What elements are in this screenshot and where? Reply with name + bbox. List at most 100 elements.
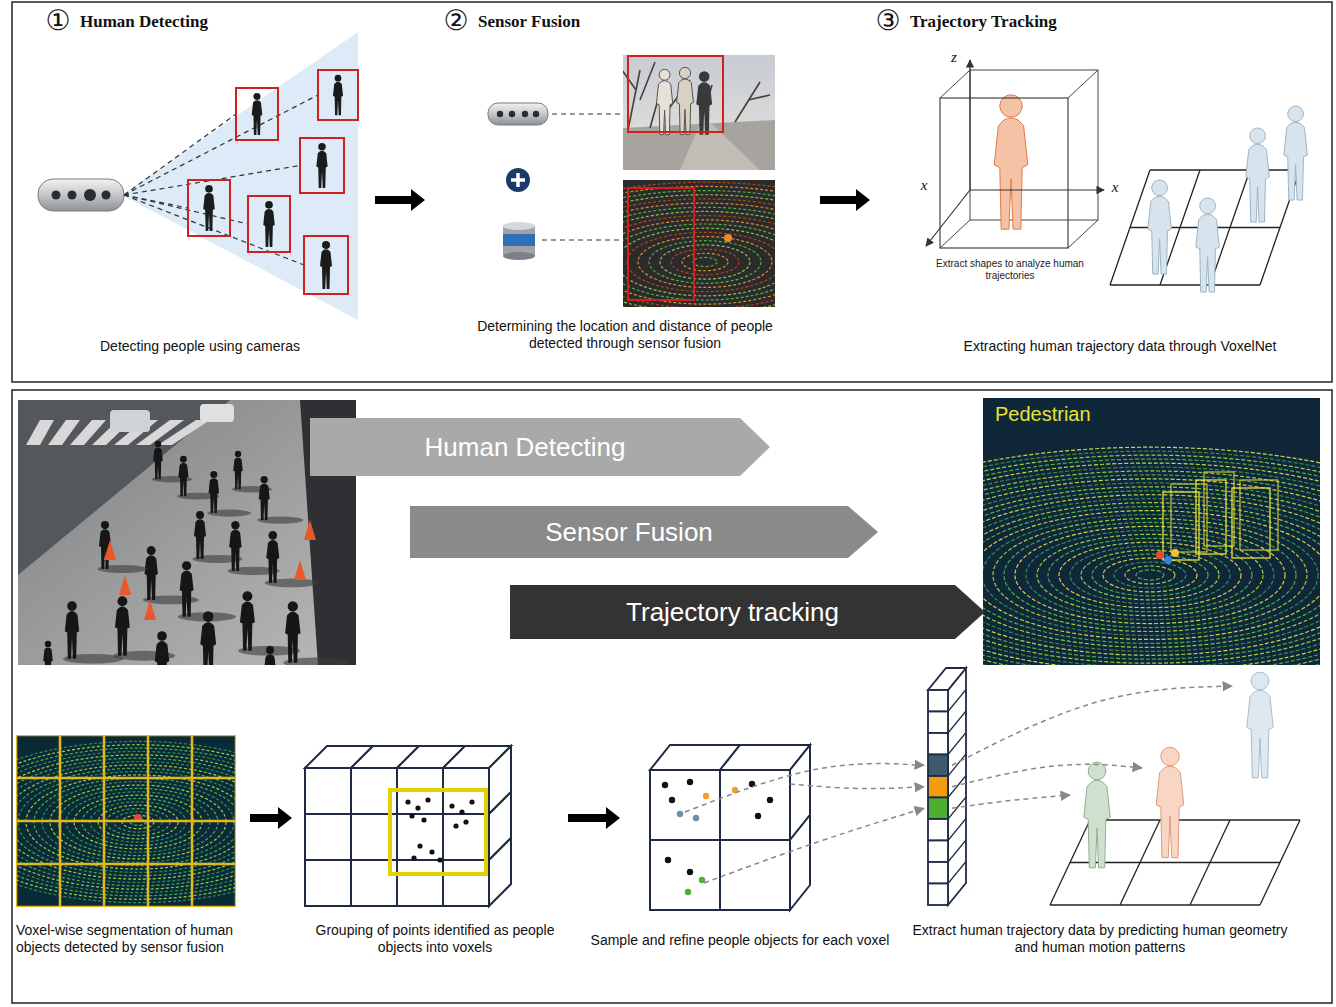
lidar-body [503, 226, 535, 256]
column-line [948, 690, 966, 712]
person-body [1196, 214, 1220, 292]
camera-lens [102, 191, 111, 200]
person-body [1247, 690, 1273, 777]
point [755, 813, 761, 819]
lidar-ring [983, 467, 1320, 665]
voxel-line [16, 863, 236, 866]
person-silhouette [263, 201, 275, 247]
person-head [335, 75, 342, 82]
detection-box [188, 180, 230, 236]
y-axis [926, 190, 970, 246]
lidar-ring [623, 199, 775, 307]
detection-box [300, 138, 344, 193]
point [693, 815, 699, 821]
person-silhouette [1084, 762, 1110, 868]
person-body [656, 81, 672, 135]
person-head [242, 591, 252, 601]
flow-dashed-arrow [685, 764, 924, 812]
person-silhouette [1196, 198, 1220, 292]
person-silhouette [677, 67, 694, 134]
person-body [316, 151, 327, 188]
point [665, 857, 671, 863]
step-caption: Voxel-wise segmentation of human objects… [16, 922, 251, 956]
person-body [1284, 122, 1308, 200]
column-top [928, 668, 966, 690]
lidar-ring [1004, 522, 1296, 627]
lidar-ring [638, 237, 772, 288]
floor-grid [1110, 284, 1260, 285]
person-body [155, 641, 169, 665]
bounding-box [1240, 480, 1278, 550]
stage-caption: Detecting people using cameras [55, 338, 345, 355]
camera-lens [68, 191, 77, 200]
person-silhouette [240, 591, 255, 651]
step-caption: Sample and refine people objects for eac… [590, 932, 890, 949]
lidar-ring [1125, 566, 1175, 584]
person-body [233, 457, 243, 489]
feature-cell [928, 841, 948, 863]
person-silhouette [180, 561, 194, 617]
voxel-line [16, 906, 236, 907]
lidar-ring [16, 741, 236, 902]
bottom-panel [12, 390, 1332, 1003]
detection-box [628, 188, 694, 300]
plus-sign [511, 173, 525, 187]
person-silhouette [264, 646, 276, 665]
person-silhouette [115, 596, 130, 656]
stage-name: Trajectory tracking [626, 597, 839, 628]
voxel-face [720, 770, 790, 840]
point [425, 797, 430, 802]
lidar-ring [983, 455, 1320, 665]
person-shadow [207, 510, 251, 517]
voxel-face [305, 814, 351, 860]
figure-note: Extract shapes to analyze human trajecto… [935, 258, 1085, 282]
lidar-ring [623, 191, 775, 307]
traffic-cone [119, 575, 131, 595]
person-silhouette [233, 451, 243, 489]
point [405, 799, 410, 804]
lidar-ring [1136, 570, 1164, 580]
voxel-face [443, 814, 489, 860]
voxel-line [16, 735, 236, 736]
person-head [699, 71, 710, 82]
target-point [1164, 556, 1172, 564]
person-silhouette [200, 611, 216, 665]
person-head [101, 521, 109, 529]
person-head [1251, 672, 1269, 690]
person-head [182, 561, 191, 570]
person-head [1250, 128, 1266, 144]
person-head [157, 631, 167, 641]
person-body [252, 100, 263, 135]
person-body [994, 118, 1028, 229]
person-shadow [178, 612, 236, 621]
person-silhouette [1247, 672, 1273, 778]
photo-sky [623, 55, 775, 170]
flow-dashed-arrow [952, 686, 1232, 765]
photo-ground [18, 400, 356, 665]
detection-box [248, 196, 290, 252]
lidar-ring [983, 451, 1320, 665]
process-chevron: Trajectory tracking [510, 585, 985, 639]
person-head [155, 441, 161, 447]
person-head [1161, 747, 1179, 765]
voxel-samples [650, 745, 810, 910]
person-body [1246, 144, 1270, 222]
stage-detect [38, 32, 358, 320]
stage-title: Human Detecting [80, 12, 300, 32]
segmentation-view [16, 735, 236, 907]
flow-dashed-arrow [952, 795, 1070, 808]
bounding-box [1163, 492, 1199, 560]
person-head [679, 67, 690, 78]
lidar-ring [623, 228, 775, 296]
person-head [265, 201, 273, 209]
person-silhouette [153, 441, 163, 479]
lidar-ring [16, 768, 236, 876]
lidar-ring [1026, 530, 1274, 619]
person-body [1156, 766, 1184, 857]
point [415, 805, 420, 810]
tree-branch [735, 82, 760, 122]
lidar-ring [983, 475, 1320, 665]
person-silhouette [43, 641, 53, 665]
